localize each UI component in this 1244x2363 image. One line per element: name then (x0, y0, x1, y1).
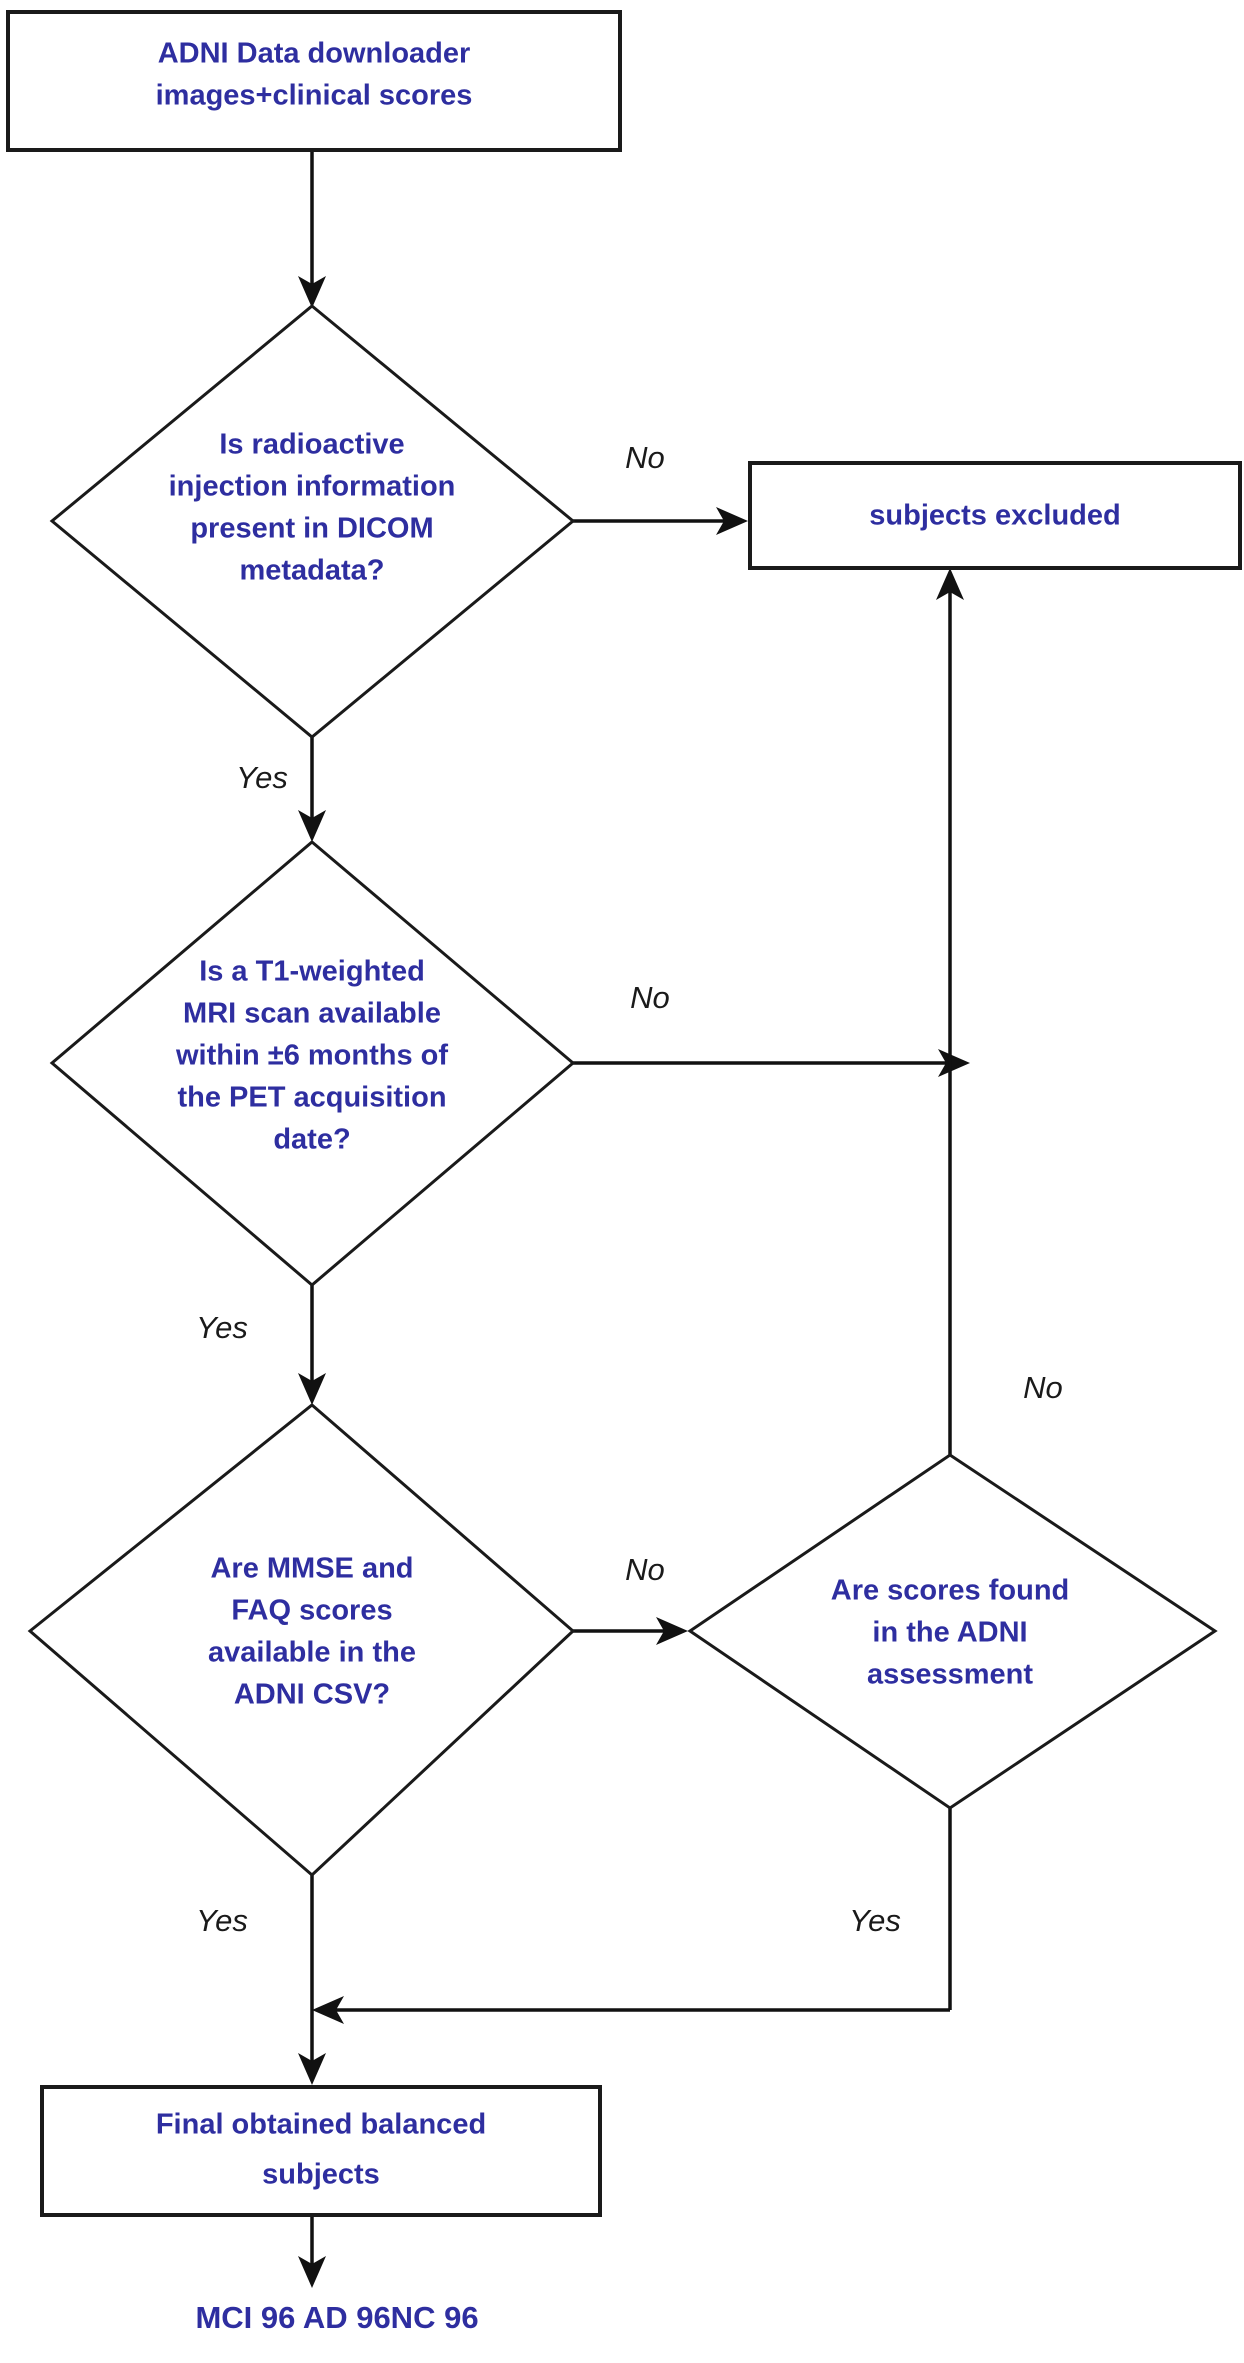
edge-assessment-yes-to-final (312, 1808, 952, 2024)
decision-scores-csv-line-1: Are MMSE and (210, 1553, 413, 1585)
edge-csv-yes-to-final (298, 1875, 326, 2085)
decision-radioactive-shape (49, 304, 576, 739)
decision-scores-csv-line-4: ADNI CSV? (234, 1679, 390, 1711)
node-final[interactable]: Final obtained balanced subjects (40, 2085, 602, 2217)
decision-scores-csv-line-2: FAQ scores (231, 1595, 392, 1627)
edge-mri-yes-to-csv (298, 1285, 326, 1405)
edge-label-mri-yes: Yes (196, 1310, 248, 1345)
node-excluded[interactable]: subjects excluded (748, 461, 1242, 570)
decision-scores-assessment-line-2: in the ADNI (872, 1617, 1027, 1649)
decision-mri-line-4: the PET acquisition (177, 1082, 446, 1114)
decision-scores-assessment-shape (687, 1453, 1218, 1810)
edge-final-to-counts (298, 2215, 326, 2288)
decision-scores-assessment-line-3: assessment (867, 1659, 1033, 1691)
decision-radioactive-line-3: present in DICOM (190, 513, 433, 545)
edge-label-csv-yes: Yes (196, 1903, 248, 1938)
node-decision-scores-assessment[interactable]: Are scores found in the ADNI assessment (687, 1453, 1218, 1810)
decision-mri-line-3: within ±6 months of (175, 1040, 448, 1072)
edge-source-to-radioactive (298, 150, 326, 308)
node-decision-mri[interactable]: Is a T1-weighted MRI scan available with… (49, 840, 576, 1287)
edge-csv-no-to-assessment (573, 1617, 688, 1645)
decision-radioactive-line-4: metadata? (239, 555, 384, 587)
decision-mri-shape (49, 840, 576, 1287)
excluded-box-shape (748, 461, 1242, 570)
edge-label-csv-no: No (625, 1552, 665, 1587)
final-line-2: subjects (262, 2159, 380, 2191)
decision-mri-line-2: MRI scan available (183, 998, 441, 1030)
source-line-2: images+clinical scores (156, 80, 473, 112)
edge-label-mri-no: No (630, 980, 670, 1015)
excluded-label: subjects excluded (869, 500, 1120, 532)
final-box-shape (40, 2085, 602, 2217)
edge-labels-layer: No Yes No Yes No No Yes Yes (196, 440, 1063, 1938)
edge-label-assessment-yes: Yes (849, 1903, 901, 1938)
node-decision-scores-csv[interactable]: Are MMSE and FAQ scores available in the… (27, 1403, 576, 1878)
decision-scores-assessment-line-1: Are scores found (831, 1575, 1070, 1607)
edge-radioactive-yes-to-mri (298, 737, 326, 842)
node-decision-radioactive[interactable]: Is radioactive injection information pre… (49, 304, 576, 739)
final-line-1: Final obtained balanced (156, 2109, 486, 2141)
node-counts: MCI 96 AD 96NC 96 (195, 2300, 478, 2335)
decision-scores-csv-line-3: available in the (208, 1637, 416, 1669)
edge-mri-no-to-excluded (573, 568, 970, 1077)
edge-radioactive-no-to-excluded (573, 507, 748, 535)
edges-layer (298, 150, 970, 2288)
edge-label-assessment-no: No (1023, 1370, 1063, 1405)
decision-mri-line-1: Is a T1-weighted (199, 956, 425, 988)
decision-mri-line-5: date? (273, 1124, 350, 1156)
edge-label-radioactive-no: No (625, 440, 665, 475)
node-source[interactable]: ADNI Data downloader images+clinical sco… (6, 10, 622, 152)
decision-scores-csv-shape (27, 1403, 576, 1878)
edge-label-radioactive-yes: Yes (236, 760, 288, 795)
source-box-shape (6, 10, 622, 152)
source-line-1: ADNI Data downloader (158, 38, 471, 70)
counts-label: MCI 96 AD 96NC 96 (195, 2300, 478, 2335)
decision-radioactive-line-1: Is radioactive (219, 429, 404, 461)
decision-radioactive-line-2: injection information (169, 471, 456, 503)
